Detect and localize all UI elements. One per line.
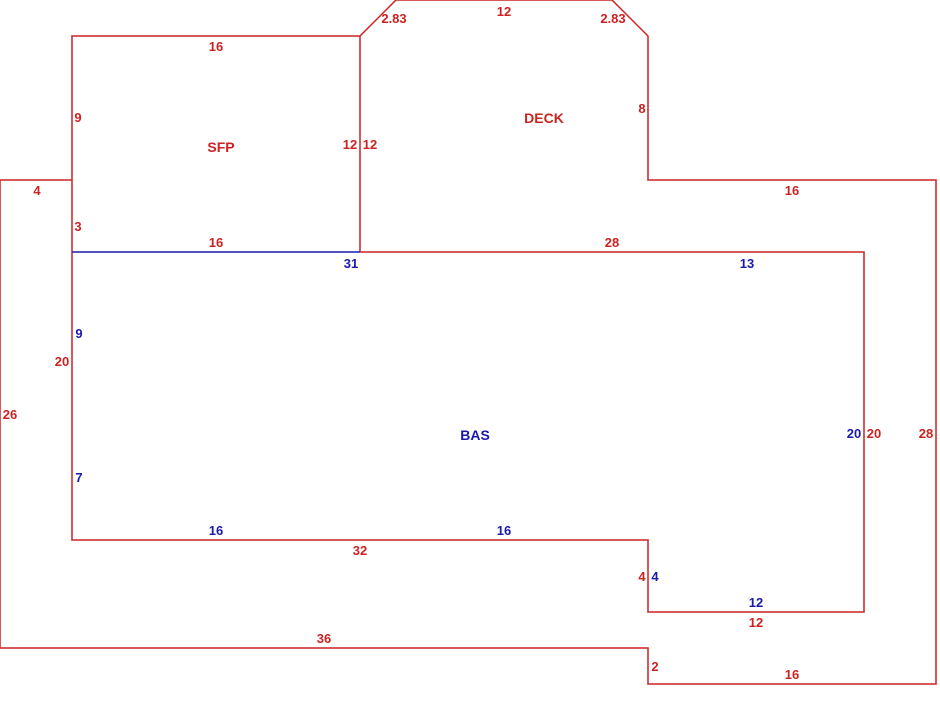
dim-blue-notch: 4 [651, 569, 659, 584]
dim-blue-top-right: 13 [740, 256, 754, 271]
dim-outer-step: 2 [651, 659, 658, 674]
outer-perimeter [0, 0, 937, 685]
bas-outline [71, 180, 865, 613]
dim-bas-top-mid: 28 [605, 235, 619, 250]
dim-outer-right: 28 [919, 426, 933, 441]
dim-outer-top-right: 16 [785, 183, 799, 198]
dim-deck-chamfer-right: 2.83 [600, 11, 625, 26]
dim-blue-bottom-right: 16 [497, 523, 511, 538]
dim-bas-notch-left: 4 [638, 569, 646, 584]
dim-blue-left-lower: 7 [75, 470, 82, 485]
dim-deck-right: 8 [638, 101, 645, 116]
dim-outer-left-step: 4 [33, 183, 41, 198]
dim-outer-bottom-right: 16 [785, 667, 799, 682]
area-label-deck: DECK [524, 110, 564, 126]
dim-sfp-top: 16 [209, 39, 223, 54]
dim-blue-notch-bottom: 12 [749, 595, 763, 610]
dim-bas-right-outer: 20 [867, 426, 881, 441]
dim-bas-bottom: 32 [353, 543, 367, 558]
dim-sfp-right: 12 [343, 137, 357, 152]
dim-outer-left-inner: 20 [55, 354, 69, 369]
dim-blue-right: 20 [847, 426, 861, 441]
dim-bas-notch-bottom: 12 [749, 615, 763, 630]
dim-sfp-bottom: 16 [209, 235, 223, 250]
dim-outer-bottom-left: 36 [317, 631, 331, 646]
dim-blue-left-upper: 9 [75, 326, 82, 341]
dim-deck-left: 12 [363, 137, 377, 152]
area-label-bas: BAS [460, 427, 490, 443]
dim-outer-left: 26 [3, 407, 17, 422]
dim-blue-bottom-left: 16 [209, 523, 223, 538]
dim-sfp-left: 9 [74, 110, 81, 125]
dim-blue-top-left: 31 [344, 256, 358, 271]
area-label-sfp: SFP [207, 139, 234, 155]
dim-deck-chamfer-left: 2.83 [381, 11, 406, 26]
dim-sfp-left-lower: 3 [74, 219, 81, 234]
dim-deck-top: 12 [497, 4, 511, 19]
